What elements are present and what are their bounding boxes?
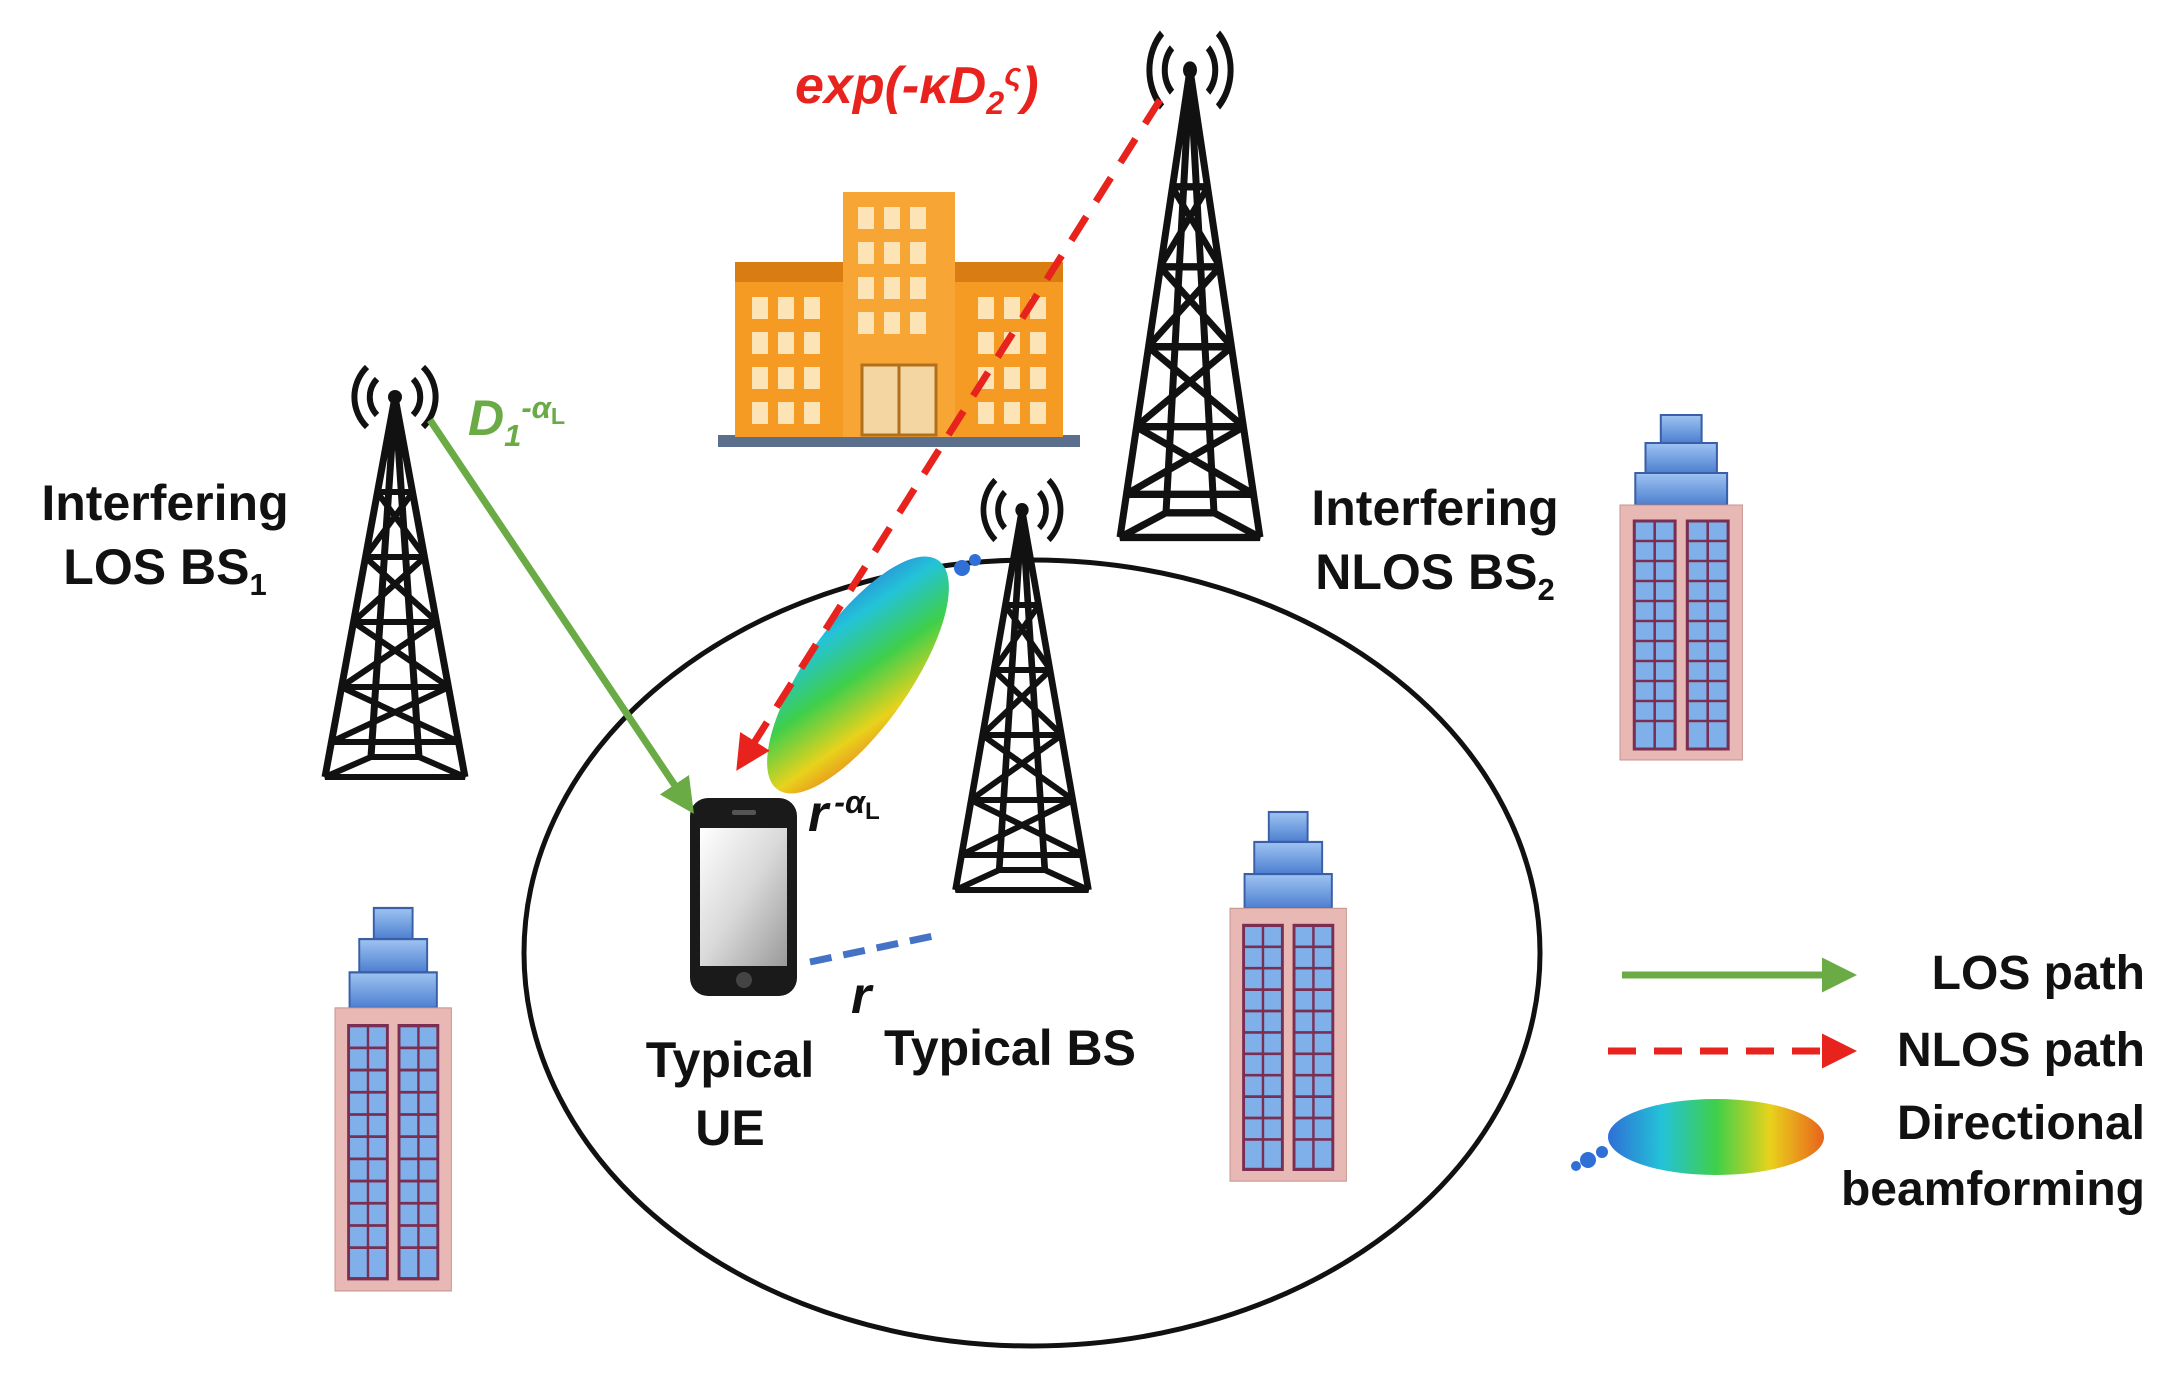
distance-label: r (851, 967, 872, 1025)
interfering-los-subscript: 1 (249, 566, 267, 602)
typical-ue-phone-icon (690, 798, 797, 996)
typical-ue-label: Typical UE (615, 1035, 845, 1153)
skyscraper-left-icon (333, 906, 454, 1293)
interfering-nlos-tower-icon (1120, 33, 1260, 537)
serving-gain-formula: r-αL (808, 785, 880, 843)
interfering-nlos-line1: Interfering (1311, 480, 1559, 536)
serving-gain-sup-sub: L (864, 798, 880, 826)
legend-beam-line2: beamforming (1840, 1163, 2145, 1216)
skyscraper-center-icon (1228, 810, 1349, 1183)
interfering-los-line2: LOS BS (63, 539, 250, 595)
los-gain-sup-sub: L (550, 402, 566, 429)
nlos-gain-sup: ς (1004, 56, 1022, 93)
typical-bs-label: Typical BS (884, 1020, 1136, 1076)
typical-ue-line2: UE (695, 1100, 765, 1156)
los-gain-sub: 1 (504, 417, 522, 453)
interfering-nlos-subscript: 2 (1537, 571, 1555, 607)
interfering-nlos-line2: NLOS BS (1315, 544, 1538, 600)
serving-gain-sup: -α (834, 784, 865, 821)
legend-beam-label: Directional beamforming (1780, 1100, 2145, 1214)
skyscraper-right-icon (1618, 413, 1744, 762)
los-gain-sup: -α (521, 389, 551, 425)
legend-nlos-label: NLOS path (1897, 1024, 2145, 1077)
nlos-path-arrow (736, 98, 1163, 771)
typical-bs-tower-icon (956, 480, 1089, 890)
interfering-los-tower-icon (325, 367, 465, 777)
nlos-gain-prefix: exp(-κD (795, 57, 987, 115)
los-gain-formula: D1-αL (468, 389, 566, 451)
building-orange-icon (718, 192, 1080, 447)
nlos-gain-suffix: ) (1021, 57, 1039, 115)
interfering-los-label: Interfering LOS BS1 (15, 475, 315, 600)
serving-gain-base: r (808, 785, 829, 843)
nlos-gain-sub: 2 (986, 85, 1005, 122)
interfering-nlos-label: Interfering NLOS BS2 (1275, 480, 1595, 605)
legend-beam-line1: Directional (1896, 1097, 2145, 1150)
legend-los-label: LOS path (1931, 947, 2145, 1000)
interfering-los-line1: Interfering (41, 475, 289, 531)
los-gain-base: D (468, 390, 505, 446)
legend-beam-icon (1571, 1099, 1824, 1175)
distance-line (809, 931, 939, 966)
typical-ue-line1: Typical (645, 1032, 815, 1088)
nlos-gain-formula: exp(-κD2ς) (795, 57, 1039, 119)
directional-beam-icon (767, 554, 981, 794)
los-path-arrow (427, 418, 694, 814)
